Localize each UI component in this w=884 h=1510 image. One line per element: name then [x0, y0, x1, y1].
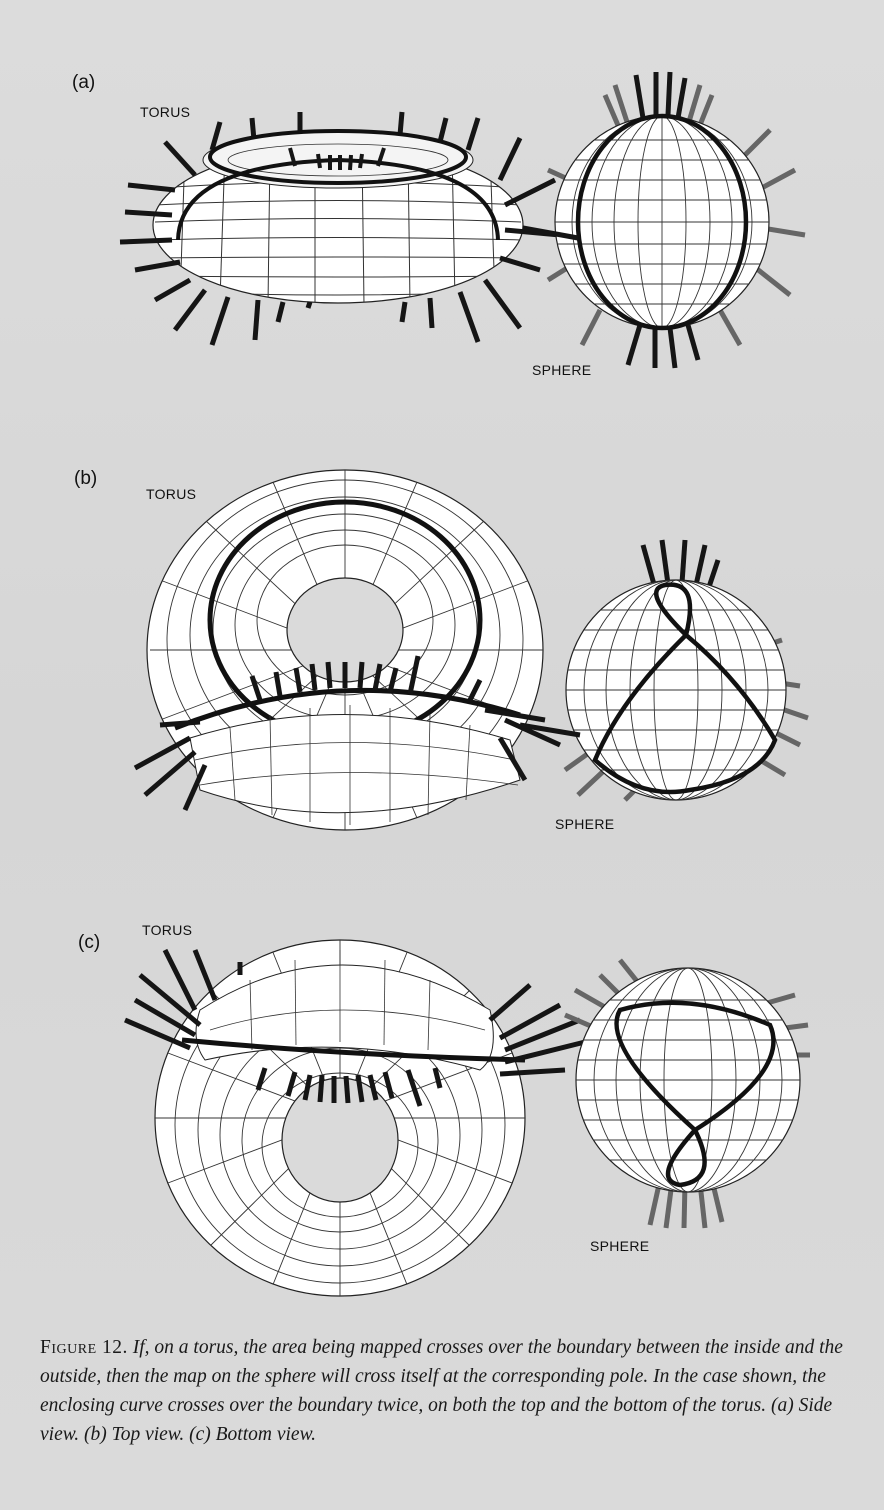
panel-a-letter: (a) [72, 72, 95, 94]
figure-caption: Figure 12. If, on a torus, the area bein… [40, 1333, 860, 1449]
panel-b-sphere [520, 540, 808, 800]
panel-a-sphere-label: SPHERE [532, 362, 591, 378]
figure-illustrations [0, 0, 884, 1320]
panel-a-sphere [523, 72, 805, 368]
panel-b-torus [135, 470, 560, 830]
panel-a-torus-label: TORUS [140, 104, 190, 120]
panel-c-sphere [565, 960, 810, 1228]
panel-b-torus-label: TORUS [146, 486, 196, 502]
panel-c-letter: (c) [78, 932, 100, 954]
panel-c-torus [125, 940, 585, 1296]
panel-c-torus-label: TORUS [142, 922, 192, 938]
panel-c-sphere-label: SPHERE [590, 1238, 649, 1254]
panel-a-torus [120, 112, 560, 345]
figure-caption-label: Figure 12. [40, 1337, 128, 1358]
panel-b-letter: (b) [74, 468, 97, 490]
figure-caption-text: If, on a torus, the area being mapped cr… [40, 1337, 843, 1445]
panel-b-sphere-label: SPHERE [555, 816, 614, 832]
